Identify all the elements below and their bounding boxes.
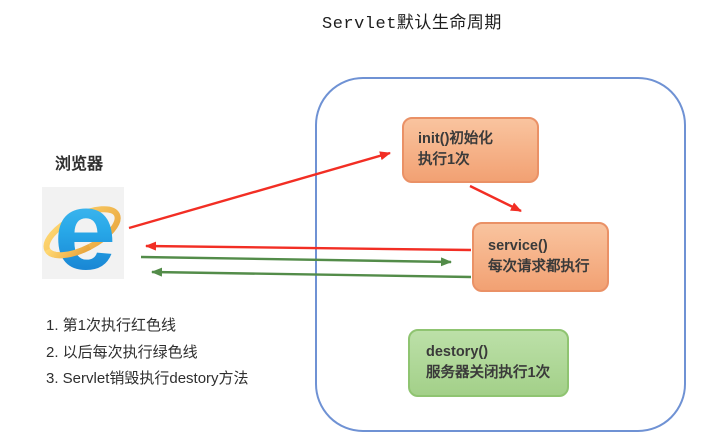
legend: 1. 第1次执行红色线 2. 以后每次执行绿色线 3. Servlet销毁执行d… (46, 313, 249, 393)
legend-item-green-line: 2. 以后每次执行绿色线 (46, 343, 198, 361)
legend-item-red-line: 1. 第1次执行红色线 (46, 317, 177, 334)
init-box: init()初始化 执行1次 (402, 117, 539, 183)
destory-box-line1: destory() (426, 344, 489, 360)
destory-box: destory() 服务器关闭执行1次 (408, 329, 569, 397)
diagram-title: Servlet默认生命周期 (322, 15, 502, 34)
browser-label: 浏览器 (55, 156, 104, 173)
service-box-line2: 每次请求都执行 (488, 259, 590, 275)
service-box: service() 每次请求都执行 (472, 222, 609, 292)
legend-item-destory: 3. Servlet销毁执行destory方法 (46, 370, 249, 387)
destory-box-line2: 服务器关闭执行1次 (426, 365, 551, 381)
init-box-line2: 执行1次 (418, 152, 470, 168)
ie-logo: e (43, 168, 121, 293)
ie-logo-letter: e (54, 187, 116, 279)
ie-browser-icon: e (42, 168, 124, 293)
service-box-line1: service() (488, 238, 548, 254)
init-box-line1: init()初始化 (418, 131, 493, 147)
